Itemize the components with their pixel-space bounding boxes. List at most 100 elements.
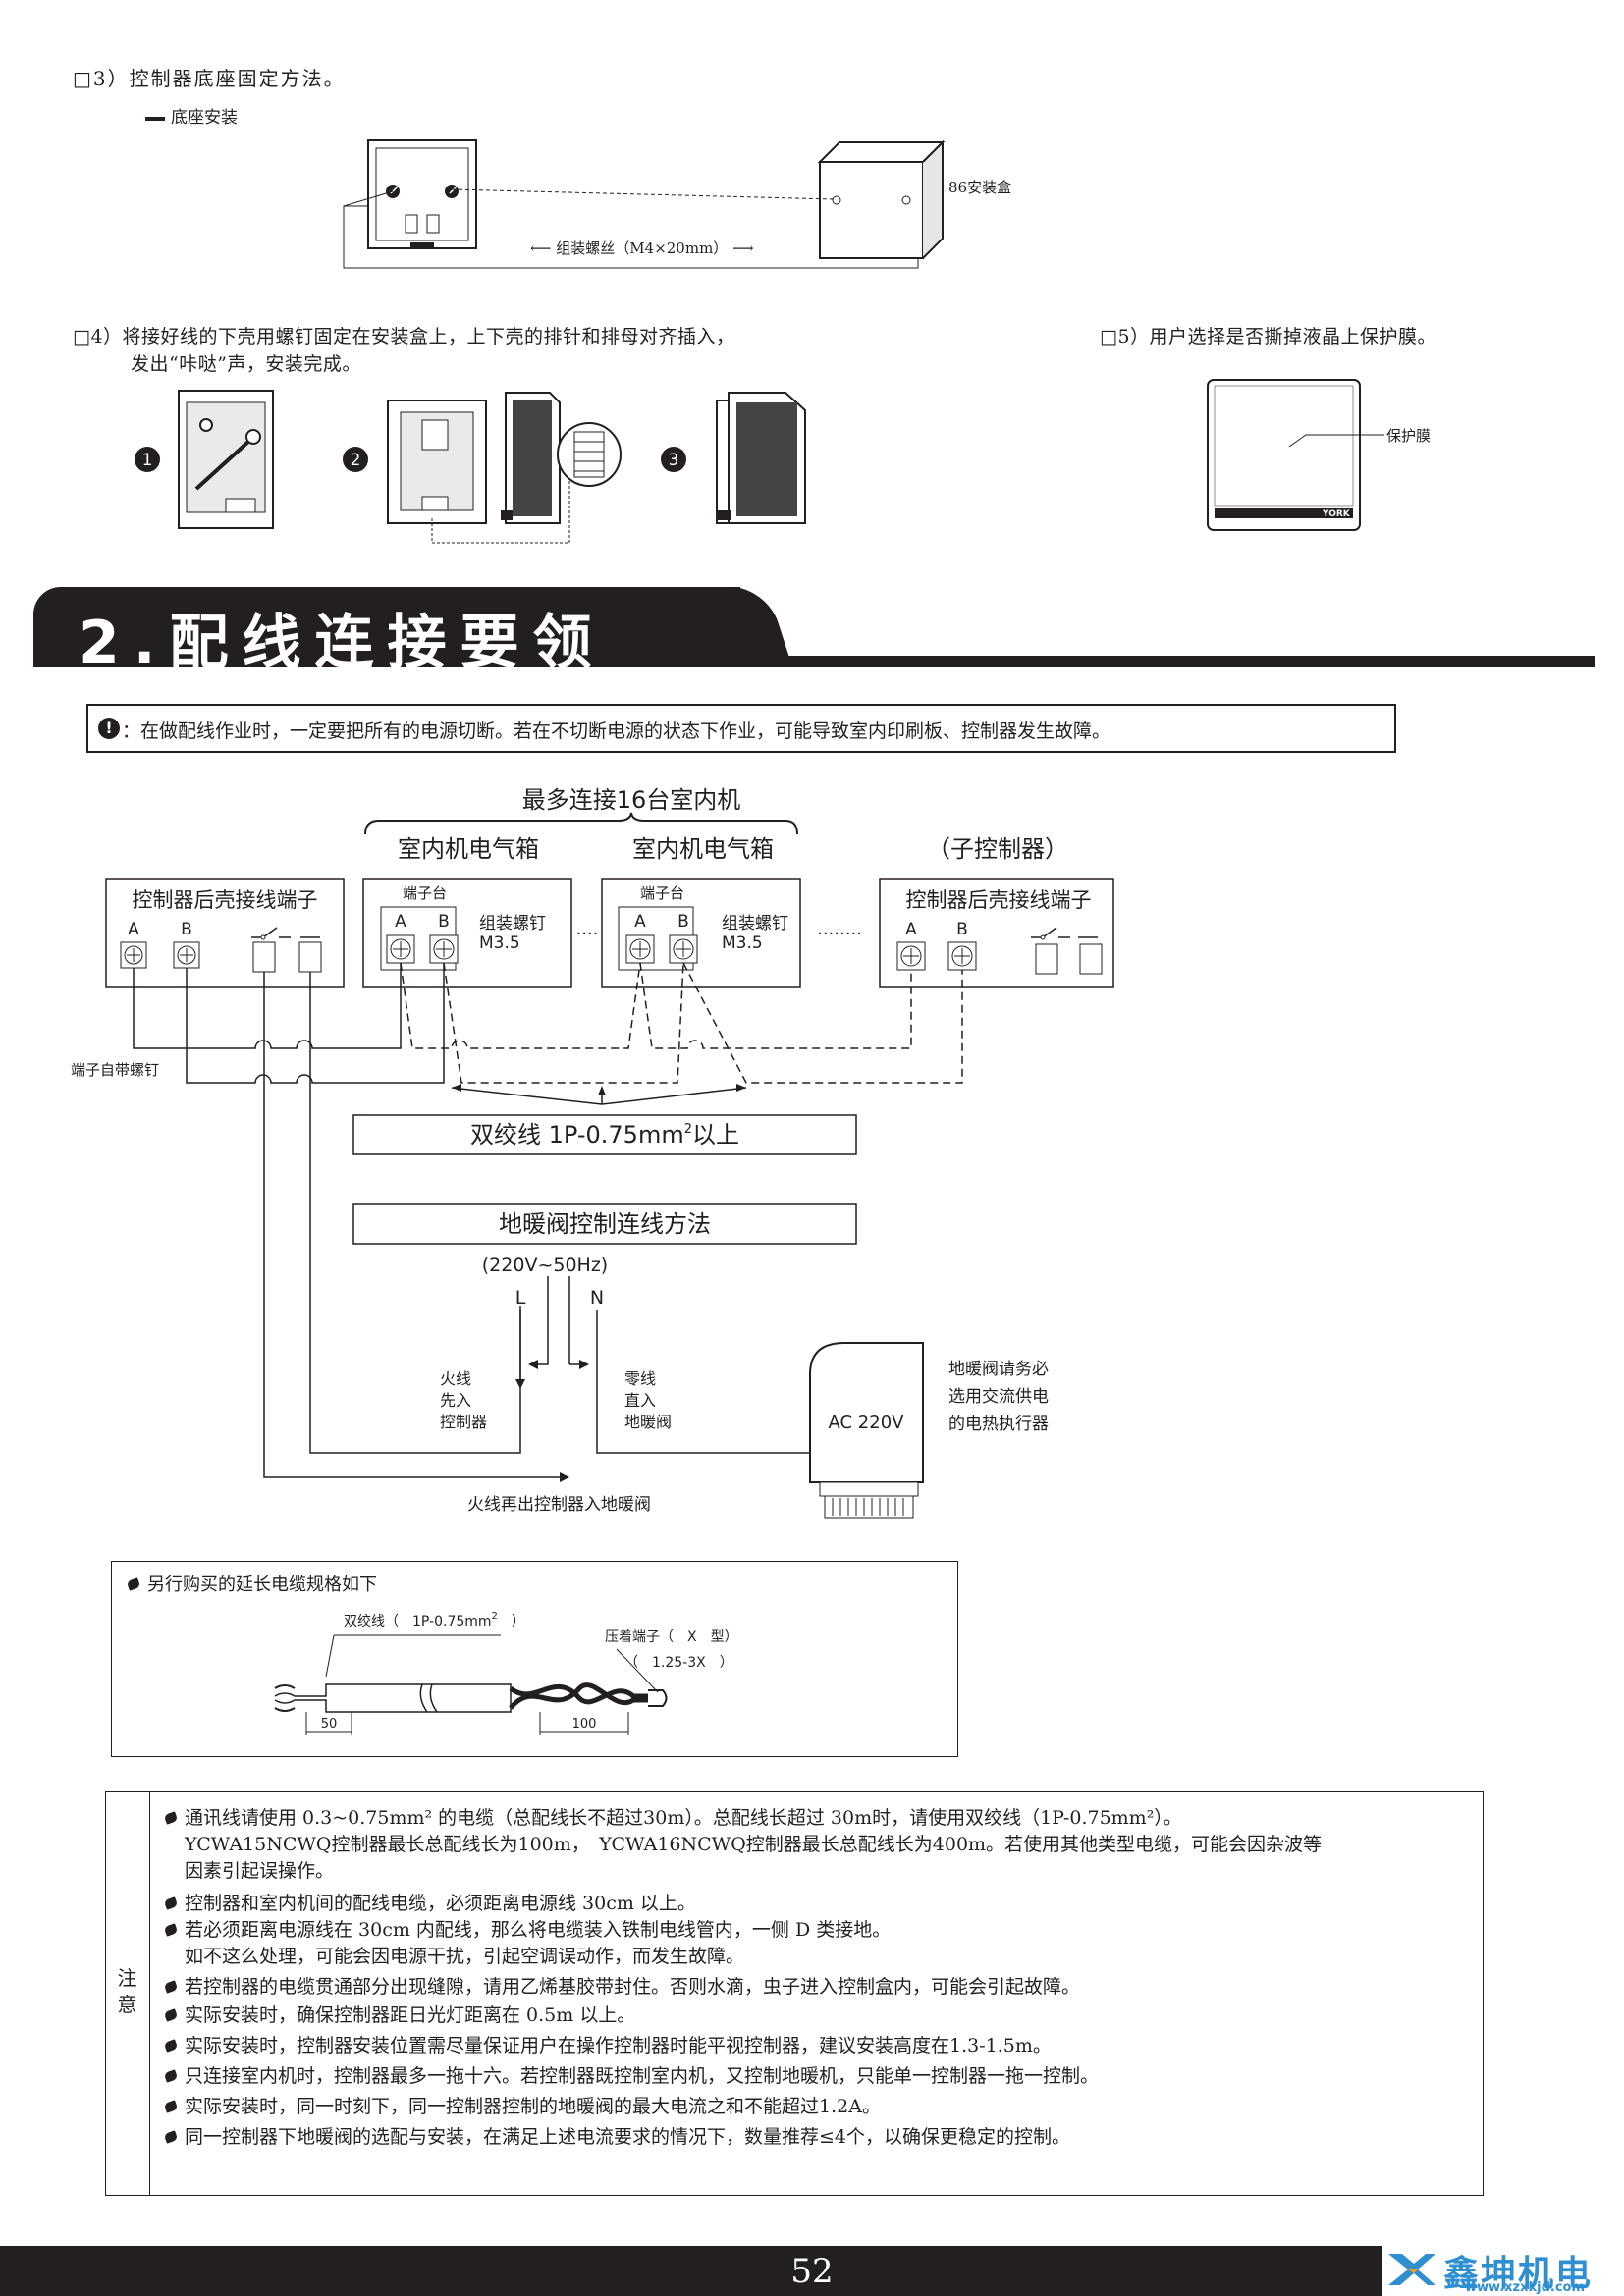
terminal-a-main: A [128,920,139,939]
arrow-left-icon: ⟵ [530,240,552,257]
step3-subtitle-row: 底座安装 [145,103,238,128]
note-item-1: 通讯线请使用 0.3~0.75mm² 的电缆（总配线长不超过30m）。总配线长超… [163,1805,1469,1885]
terminal-block-label-2: 端子台 [640,884,684,902]
wiring-diagram: 最多连接16台室内机 室内机电气箱 室内机电气箱 （子控制器） 控制器后壳接线端… [71,786,1114,1519]
york-logo: YORK [1323,509,1350,519]
terminal-block-label-1: 端子台 [403,884,447,902]
warning-box: ! ：在做配线作业时，一定要把所有的电源切断。若在不切断电源的状态下作业，可能导… [86,704,1396,753]
crimp-spec: （ 1.25-3X ） [624,1655,733,1671]
actuator-label: AC 220V [829,1413,905,1433]
film-label: 保护膜 [1386,427,1432,445]
twisted-wire-label: 双绞线 1P-0.75mm2以上 [470,1121,739,1148]
neutral-note-1: 零线 [624,1369,656,1388]
terminal-a-sub: A [905,920,917,939]
return-note: 火线再出控制器入地暖阀 [467,1495,651,1515]
page-number: 52 [790,2252,834,2291]
section-header-tab [33,587,740,667]
note-item-1-sub-1: YCWA15NCWQ控制器最长总配线长为100m， YCWA16NCWQ控制器最… [185,1834,1323,1855]
note-item-3: 若必须距离电源线在 30cm 内配线，那么将电缆装入铁制电线管内，一侧 D 类接… [163,1917,1469,1970]
note-item-3-sub-1: 如不这么处理，可能会因电源干扰，引起空调误动作，而发生故障。 [185,1946,745,1967]
footer-bar: 52 [0,2246,1624,2296]
ellipsis-short: .... [576,919,599,939]
terminal-b-1: B [438,912,450,932]
watermark-logo-icon [1388,2254,1435,2285]
screw-label: ⟵ 组装螺丝（M4×20mm） ⟶ [530,238,754,258]
arrow-right-icon: ⟶ [732,240,754,257]
terminal-b-sub: B [956,920,968,939]
indoor-box-label-1: 室内机电气箱 [398,835,539,863]
actuator-note-3: 的电热执行器 [948,1415,1049,1434]
notes-label-1: 注 [117,1966,137,1990]
watermark: 鑫坤机电 www.xzxkjd.com [1382,2242,1624,2296]
step4-line1: □4）将接好线的下壳用螺钉固定在安装盒上，上下壳的排针和排母对齐插入， [73,326,735,347]
step3-subtitle: 底座安装 [171,108,238,128]
watermark-text: 鑫坤机电 [1443,2254,1594,2294]
screw-label-text: 组装螺丝（M4×20mm） [556,240,729,257]
sub-controller-terminal-label: 控制器后壳接线端子 [906,888,1092,912]
terminal-b-2: B [677,912,689,932]
base-install-diagram [343,139,946,269]
ellipsis-long: ........ [817,919,862,939]
cable-spec-box: 另行购买的延长电缆规格如下 [111,1561,958,1757]
floor-valve-method: 地暖阀控制连线方法 [499,1210,711,1238]
live-note-2: 先入 [440,1391,471,1410]
note-item-1-sub-2: 因素引起误操作。 [185,1860,335,1882]
terminal-a-1: A [395,912,406,932]
max-units-label: 最多连接16台室内机 [522,786,741,814]
note-item-7: 只连接室内机时，控制器最多一拖十六。若控制器既控制室内机，又控制地暖机，只能单一… [163,2063,1469,2090]
badge-1: 1 [142,451,153,470]
screw-spec-1: M3.5 [479,934,520,953]
note-item-3-text: 若必须距离电源线在 30cm 内配线，那么将电缆装入铁制电线管内，一侧 D 类接… [163,1917,1469,1944]
crimp-label: 压着端子（ X 型） [605,1629,738,1645]
dash-marker [145,116,165,121]
note-item-6: 实际安装时，控制器安装位置需尽量保证用户在操作控制器时能平视控制器，建议安装高度… [163,2033,1469,2059]
box-label: 86安装盒 [948,179,1012,196]
screw-label-1: 组装螺钉 [479,914,546,934]
badge-2: 2 [351,451,361,470]
live-note-3: 控制器 [440,1413,487,1431]
notes-label-column: 注 意 [106,1792,150,2195]
cable-spec-diagram: 双绞线（ 1P-0.75mm2 ） 压着端子（ X 型） （ 1.25-3X ）… [274,1611,738,1735]
line-n: N [590,1287,604,1308]
note-item-5: 实际安装时，确保控制器距日光灯距离在 0.5m 以上。 [163,2002,1469,2029]
screw-spec-2: M3.5 [722,934,763,953]
protective-film-diagram [1207,379,1384,531]
power-spec: (220V~50Hz) [482,1255,608,1276]
line-l: L [515,1287,526,1308]
terminal-a-2: A [634,912,646,932]
warning-text: ：在做配线作业时，一定要把所有的电源切断。若在不切断电源的状态下作业，可能导致室… [122,721,1111,742]
dim-100: 100 [572,1717,597,1732]
step5-title: □5）用户选择是否撕掉液晶上保护膜。 [1100,326,1437,347]
neutral-note-2: 直入 [624,1391,656,1410]
step4-diagram: 1 2 3 [135,390,806,544]
note-item-9: 同一控制器下地暖阀的选配与安装，在满足上述电流要求的情况下，数量推荐≤4个，以确… [163,2124,1469,2151]
step4-line2: 发出“咔哒”声，安装完成。 [131,353,361,375]
sub-controller-label: （子控制器） [927,835,1068,863]
notes-label-2: 意 [117,1993,137,2016]
badge-3: 3 [669,451,679,470]
cable-spec-title: 另行购买的延长电缆规格如下 [126,1572,377,1598]
section-title: 2.配线连接要领 [79,609,606,677]
section-header: 2.配线连接要领 [33,587,1595,677]
watermark-url: www.xzxkjd.com [1465,2280,1586,2295]
dim-50: 50 [321,1717,338,1732]
controller-terminal-label: 控制器后壳接线端子 [133,888,318,912]
exclamation-icon: ! [98,718,120,739]
screw-label-2: 组装螺钉 [722,914,788,934]
note-item-2: 控制器和室内机间的配线电缆，必须距离电源线 30cm 以上。 [163,1891,1469,1917]
live-note-1: 火线 [440,1369,471,1388]
floor-valve-actuator [809,1342,924,1519]
note-item-4: 若控制器的电缆贯通部分出现缝隙，请用乙烯基胶带封住。否则水滴，虫子进入控制盒内，… [163,1974,1469,2001]
notes-box: 注 意 通讯线请使用 0.3~0.75mm² 的电缆（总配线长不超过30m）。总… [105,1791,1484,2196]
terminal-b-main: B [181,920,192,939]
step3-title: □3）控制器底座固定方法。 [73,67,346,90]
terminal-screw-note: 端子自带螺钉 [71,1061,159,1079]
neutral-note-3: 地暖阀 [624,1413,672,1431]
cable-twisted-label: 双绞线（ 1P-0.75mm2 ） [344,1611,525,1629]
actuator-note-2: 选用交流供电 [948,1387,1049,1407]
actuator-note-1: 地暖阀请务必 [948,1360,1049,1379]
indoor-box-label-2: 室内机电气箱 [632,835,774,863]
note-item-1-text: 通讯线请使用 0.3~0.75mm² 的电缆（总配线长不超过30m）。总配线长超… [163,1805,1469,1832]
notes-list: 通讯线请使用 0.3~0.75mm² 的电缆（总配线长不超过30m）。总配线长超… [163,1805,1469,2151]
note-item-8: 实际安装时，同一时刻下，同一控制器控制的地暖阀的最大电流之和不能超过1.2A。 [163,2094,1469,2120]
